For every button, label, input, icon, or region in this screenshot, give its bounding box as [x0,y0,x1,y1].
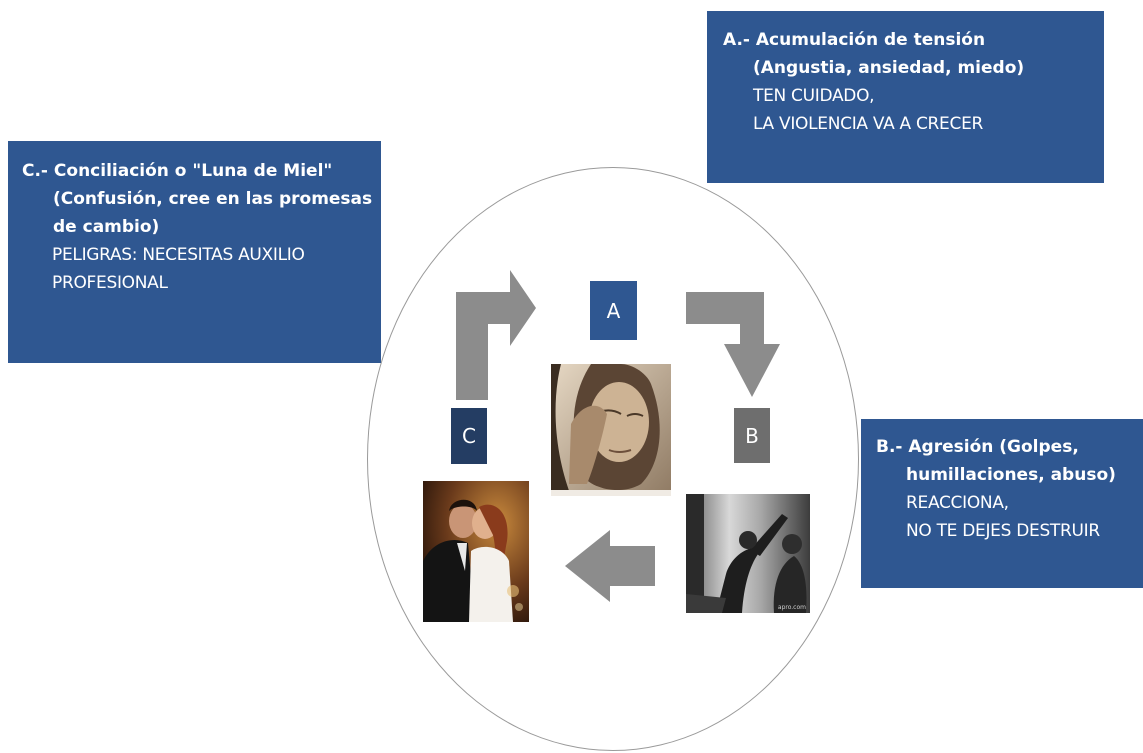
phase-b-marker: B [734,408,770,463]
phase-c-box: C.- Conciliación o "Luna de Miel" (Confu… [8,141,381,363]
phase-c-title: C.- Conciliación o "Luna de Miel" [22,161,333,181]
phase-a-subtitle: (Angustia, ansiedad, miedo) [753,58,1025,78]
arrow-c-to-a [456,270,536,400]
photo-wedding-kiss [423,481,529,622]
phase-c-marker: C [451,408,487,464]
phase-b-title: B.- Agresión (Golpes, [876,437,1079,457]
arrow-b-to-c [565,530,655,602]
phase-b-warning-line: REACCIONA, [906,493,1009,513]
phase-c-subtitle-line: (Confusión, cree en las promesas [53,189,373,209]
phase-a-warning-line: LA VIOLENCIA VA A CRECER [753,114,984,134]
phase-a-warning-line: TEN CUIDADO, [753,86,875,106]
photo-aggression-scene: apro.com [686,494,810,613]
phase-b-warning-line: NO TE DEJES DESTRUIR [906,521,1100,541]
phase-a-box: A.- Acumulación de tensión (Angustia, an… [707,11,1104,183]
phase-b-subtitle: humillaciones, abuso) [906,465,1116,485]
phase-a-marker: A [590,281,637,340]
photo-watermark: apro.com [777,604,806,611]
arrow-a-to-b [686,292,780,397]
phase-c-subtitle-line: de cambio) [53,217,160,237]
phase-c-warning-line: PROFESIONAL [52,273,168,293]
phase-a-title: A.- Acumulación de tensión [723,30,986,50]
phase-b-box: B.- Agresión (Golpes, humillaciones, abu… [861,419,1143,588]
phase-c-warning-line: PELIGRAS: NECESITAS AUXILIO [52,245,305,265]
photo-distressed-woman [551,364,671,496]
